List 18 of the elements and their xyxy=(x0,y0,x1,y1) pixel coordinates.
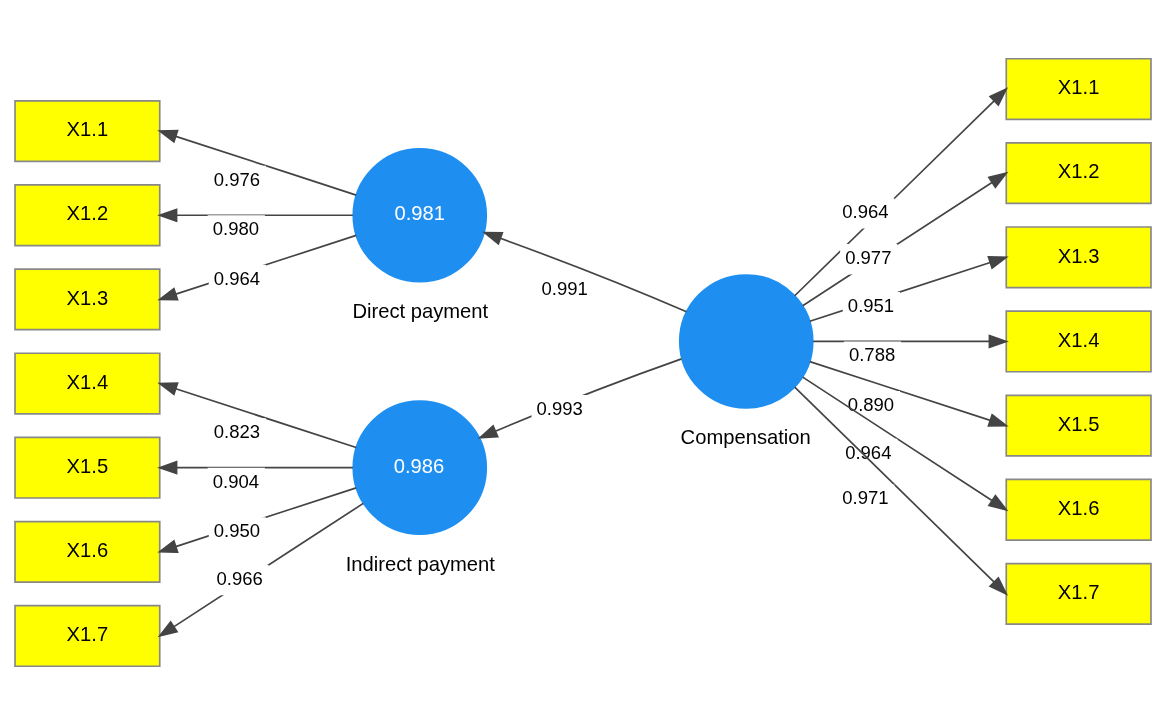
edge-label: 0.991 xyxy=(541,277,588,299)
edge-label: 0.951 xyxy=(847,294,895,316)
edge-label: 0.966 xyxy=(216,567,263,589)
edge-label: 0.980 xyxy=(212,217,260,239)
edge-label: 0.904 xyxy=(212,470,260,492)
edge-label: 0.890 xyxy=(847,393,895,415)
edge-label: 0.823 xyxy=(213,420,261,442)
node-label: Compensation xyxy=(680,425,811,448)
edge-label: 0.964 xyxy=(842,200,889,222)
edge-label: 0.950 xyxy=(213,519,261,541)
edge-label: 0.788 xyxy=(848,343,896,365)
node-label: Indirect payment xyxy=(345,552,495,575)
edge-label: 0.976 xyxy=(213,168,261,190)
edge-label: 0.971 xyxy=(842,486,889,508)
edge-label: 0.993 xyxy=(536,397,583,419)
edge-label: 0.964 xyxy=(213,267,261,289)
edge-label: 0.977 xyxy=(845,246,892,268)
node-label: Direct payment xyxy=(352,299,489,322)
